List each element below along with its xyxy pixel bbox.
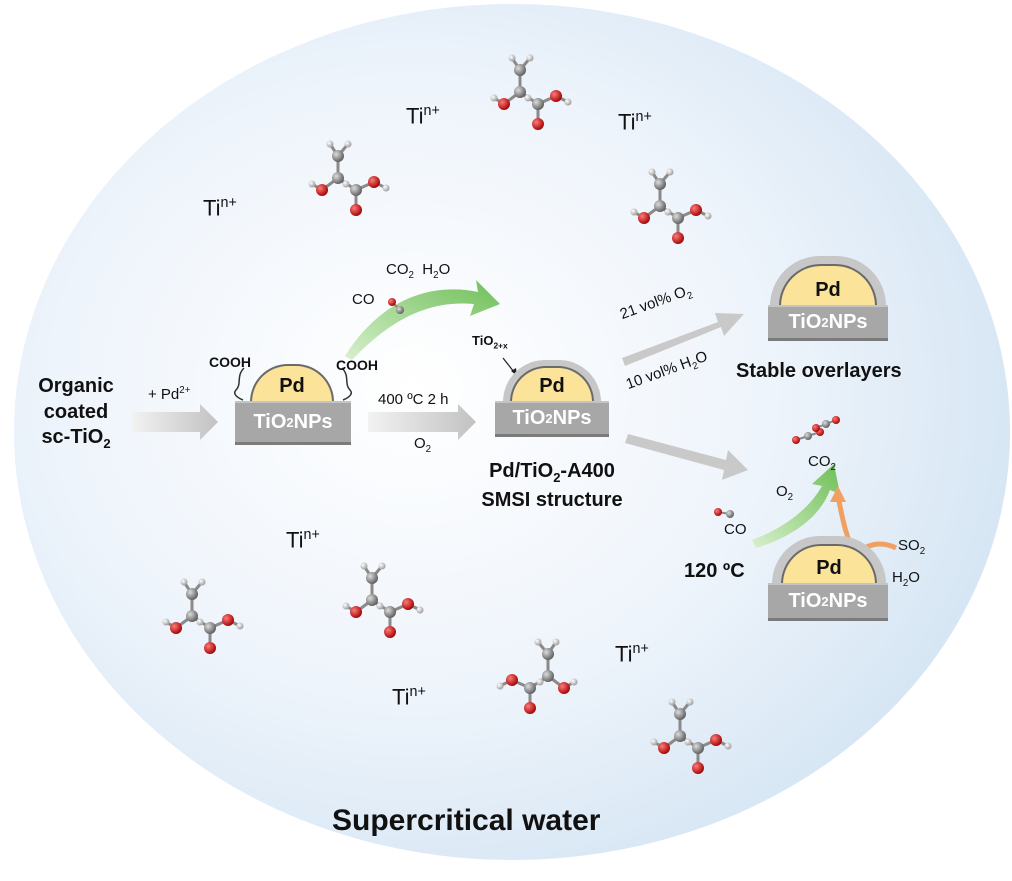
overlayer-pointer [502,357,515,373]
oxidation-products-label: CO2 H2O [386,261,451,281]
ti-ion-label: Tin+ [392,684,426,710]
o2-label: O2 [776,483,794,503]
poison-h2o-label: H2O [892,569,920,589]
stable-overlayers-label: Stable overlayers [736,360,902,382]
arrow-to-stable [622,313,744,366]
ti-ion-label: Tin+ [618,109,652,135]
ligand-tail-left [233,367,245,401]
ti-ion-label: Tin+ [286,527,320,553]
ti-ion-label: Tin+ [203,195,237,221]
calcination-label: 400 ºC 2 h [378,391,449,408]
organic-molecule-icon [308,140,390,216]
arrow-pd-addition [132,404,218,440]
pd-addition-label: + Pd2+ [148,385,191,403]
so2-label: SO2 [898,537,926,557]
arrow-co-oxidation [752,464,840,548]
reaction-temperature-label: 120 ºC [684,560,745,582]
ligand-label-right: COOH [336,357,378,373]
ligand-tail-right [341,367,353,401]
gas-molecule-icon [812,416,840,432]
ti-ion-label: Tin+ [615,641,649,667]
calcination-gas-label: O2 [414,435,432,455]
ligand-label-left: COOH [209,354,251,370]
diagram-title: Supercritical water [332,804,601,837]
gas-molecule-icon [714,508,734,518]
organic-molecule-icon [496,638,578,714]
organic-molecule-icon [490,54,572,130]
organic-molecule-icon [342,562,424,638]
arrow-to-reaction [625,434,748,480]
arrow-ligand-oxidation [345,280,500,360]
arrow-calcination [368,404,476,440]
organic-molecule-icon [650,698,732,774]
reaction-co-label: CO [724,521,747,538]
gas-molecule-icon [388,298,404,314]
co2-label: CO2 [808,453,836,473]
organic-molecule-icon [162,578,244,654]
overlayer-label: TiO2+x [472,333,508,351]
co-label: CO [352,291,375,308]
organic-molecule-icon [630,168,712,244]
ti-ion-label: Tin+ [406,103,440,129]
